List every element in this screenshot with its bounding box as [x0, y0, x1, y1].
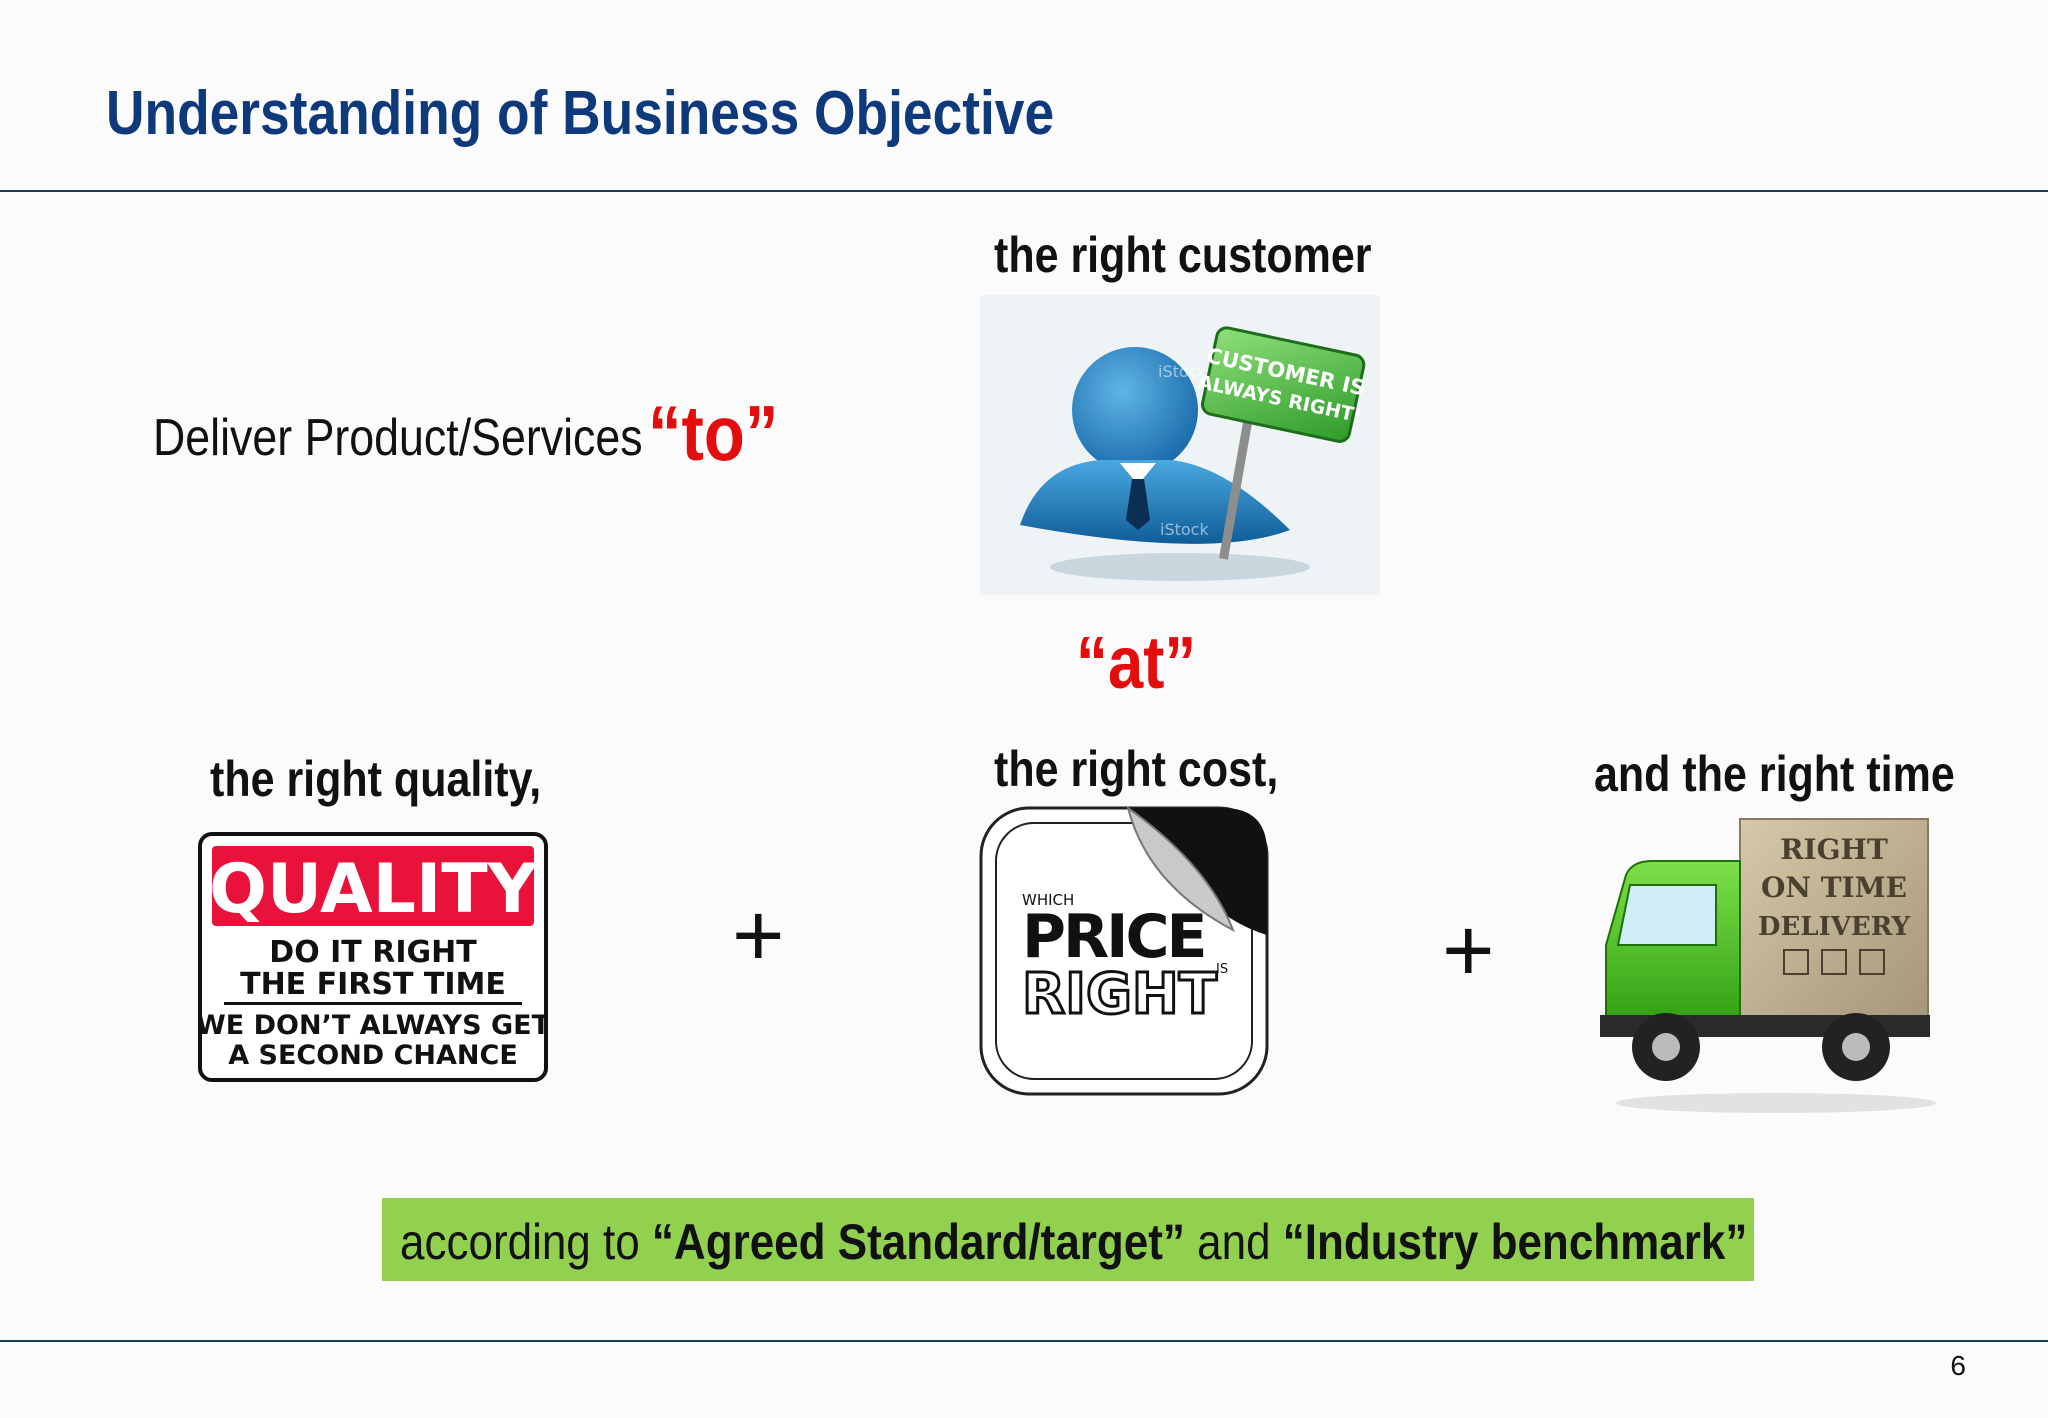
customer-illustration: CUSTOMER IS ALWAYS RIGHT! iStock iStock	[1020, 326, 1367, 581]
slide-title: Understanding of Business Objective	[106, 79, 1055, 148]
quality-label: the right quality,	[210, 751, 542, 807]
truck-box-line2: ON TIME	[1761, 871, 1907, 904]
quality-sign: QUALITY DO IT RIGHT THE FIRST TIME WE DO…	[196, 832, 551, 1082]
quality-image: QUALITY DO IT RIGHT THE FIRST TIME WE DO…	[196, 832, 551, 1082]
footer-statement: according to “Agreed Standard/target” an…	[400, 1213, 1747, 1271]
quality-header: QUALITY	[209, 850, 538, 929]
footer-highlight-bar	[382, 1198, 1754, 1281]
time-label: and the right time	[1594, 746, 1955, 802]
quality-line1: DO IT RIGHT	[269, 935, 477, 970]
price-which: WHICH	[1022, 891, 1074, 909]
truck-box-line1: RIGHT	[1780, 833, 1888, 866]
footer-divider	[0, 1340, 2048, 1342]
delivery-truck: RIGHT ON TIME DELIVERY	[1600, 818, 1936, 1113]
customer-image: CUSTOMER IS ALWAYS RIGHT! iStock iStock	[980, 295, 1380, 595]
cost-label: the right cost,	[994, 741, 1279, 797]
quality-line2: THE FIRST TIME	[240, 967, 506, 1002]
watermark-text-1: iStock	[1158, 362, 1207, 381]
header-divider	[0, 190, 2048, 192]
truck-image: RIGHT ON TIME DELIVERY	[1596, 815, 1946, 1115]
price-word: PRICE	[1022, 902, 1205, 972]
price-image: WHICH PRICE RIGHT IS	[978, 805, 1270, 1097]
page-number: 6	[1950, 1350, 1966, 1381]
right-word: RIGHT	[1022, 962, 1217, 1027]
footer-term-agreed-standard: “Agreed Standard/target”	[651, 1214, 1185, 1270]
customer-label: the right customer	[994, 227, 1372, 283]
at-word: “at”	[1076, 621, 1197, 704]
deliver-text: Deliver Product/Services	[153, 409, 643, 467]
plus-sign-2: +	[1442, 901, 1495, 1001]
to-word: “to”	[648, 389, 779, 477]
footer-prefix: according to	[400, 1214, 652, 1270]
plus-sign-1: +	[732, 886, 785, 986]
footer-middle: and	[1184, 1214, 1283, 1270]
quality-line4: A SECOND CHANCE	[228, 1040, 518, 1071]
watermark-text-2: iStock	[1160, 520, 1209, 539]
footer-term-industry-benchmark: “Industry benchmark”	[1282, 1214, 1748, 1270]
price-is: IS	[1216, 962, 1228, 977]
price-sign: WHICH PRICE RIGHT IS	[979, 805, 1269, 1096]
truck-box-line3: DELIVERY	[1758, 912, 1911, 942]
quality-line3: WE DON’T ALWAYS GET	[198, 1010, 548, 1041]
